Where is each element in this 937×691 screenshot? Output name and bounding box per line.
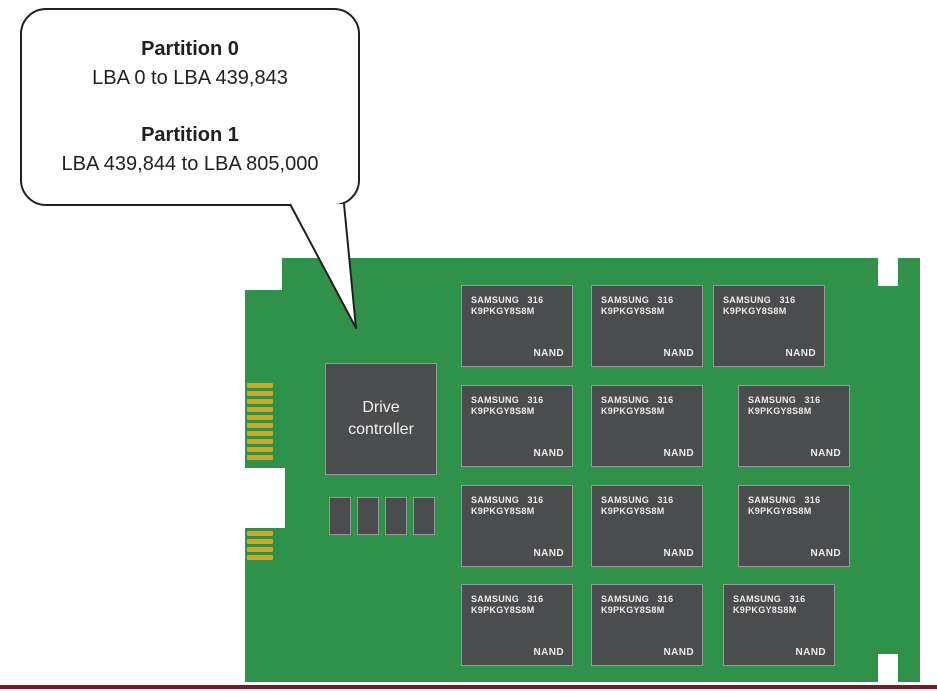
nand-vendor-text: SAMSUNG 316 (723, 295, 796, 305)
nand-part-number: K9PKGY8S8M (748, 506, 812, 516)
nand-part-number: K9PKGY8S8M (471, 306, 535, 316)
connector-pin (247, 531, 273, 536)
smd-component (329, 497, 351, 535)
board-notch-bottom-right (878, 654, 898, 684)
nand-type-label: NAND (663, 548, 694, 559)
nand-chip: SAMSUNG 316 K9PKGY8S8M NAND (723, 584, 835, 666)
nand-chip: SAMSUNG 316 K9PKGY8S8M NAND (461, 285, 573, 367)
nand-vendor-text: SAMSUNG 316 (471, 395, 544, 405)
nand-part-number: K9PKGY8S8M (471, 506, 535, 516)
nand-type-label: NAND (533, 647, 564, 658)
nand-chip: SAMSUNG 316 K9PKGY8S8M NAND (461, 385, 573, 467)
nand-vendor-text: SAMSUNG 316 (471, 594, 544, 604)
nand-part-number: K9PKGY8S8M (601, 605, 665, 615)
partition1-title: Partition 1 (141, 124, 239, 146)
nand-type-label: NAND (810, 448, 841, 459)
connector-pin (247, 423, 273, 428)
partition0-group: Partition 0 LBA 0 to LBA 439,843 (92, 35, 288, 93)
nand-chip: SAMSUNG 316 K9PKGY8S8M NAND (591, 584, 703, 666)
smd-component (385, 497, 407, 535)
connector-pin (247, 415, 273, 420)
nand-chip: SAMSUNG 316 K9PKGY8S8M NAND (591, 485, 703, 567)
nand-vendor-text: SAMSUNG 316 (601, 395, 674, 405)
partition1-range: LBA 439,844 to LBA 805,000 (61, 153, 319, 175)
partition0-range: LBA 0 to LBA 439,843 (92, 67, 288, 89)
drive-controller-chip: Drive controller (325, 363, 437, 475)
nand-chip: SAMSUNG 316 K9PKGY8S8M NAND (738, 385, 850, 467)
connector-pin (247, 383, 273, 388)
nand-part-number: K9PKGY8S8M (471, 406, 535, 416)
nand-vendor-text: SAMSUNG 316 (748, 495, 821, 505)
connector-pin (247, 439, 273, 444)
nand-vendor-text: SAMSUNG 316 (733, 594, 806, 604)
nand-type-label: NAND (533, 348, 564, 359)
nand-vendor-text: SAMSUNG 316 (601, 495, 674, 505)
smd-component (413, 497, 435, 535)
board-notch-top-right (878, 256, 898, 286)
connector-pin (247, 555, 273, 560)
footer-rule (0, 685, 937, 689)
nand-vendor-text: SAMSUNG 316 (748, 395, 821, 405)
partition1-group: Partition 1 LBA 439,844 to LBA 805,000 (62, 121, 319, 179)
connector-pin (247, 447, 273, 452)
partition0-title: Partition 0 (141, 38, 239, 60)
connector-pin (247, 455, 273, 460)
partition-callout: Partition 0 LBA 0 to LBA 439,843 Partiti… (20, 8, 360, 206)
nand-type-label: NAND (663, 448, 694, 459)
nand-chip: SAMSUNG 316 K9PKGY8S8M NAND (591, 385, 703, 467)
board-connector-key-notch (243, 468, 285, 528)
nand-type-label: NAND (810, 548, 841, 559)
nand-vendor-text: SAMSUNG 316 (601, 594, 674, 604)
connector-pin (247, 431, 273, 436)
nand-type-label: NAND (795, 647, 826, 658)
nand-vendor-text: SAMSUNG 316 (471, 295, 544, 305)
connector-pin (247, 407, 273, 412)
nand-part-number: K9PKGY8S8M (601, 306, 665, 316)
nand-chip: SAMSUNG 316 K9PKGY8S8M NAND (713, 285, 825, 367)
nand-type-label: NAND (663, 348, 694, 359)
nand-part-number: K9PKGY8S8M (733, 605, 797, 615)
nand-vendor-text: SAMSUNG 316 (601, 295, 674, 305)
nand-type-label: NAND (533, 448, 564, 459)
connector-pin (247, 399, 273, 404)
drive-controller-label: Drive controller (348, 399, 414, 438)
connector-pin (247, 539, 273, 544)
smd-component (357, 497, 379, 535)
nand-part-number: K9PKGY8S8M (601, 406, 665, 416)
connector-pin (247, 547, 273, 552)
nand-part-number: K9PKGY8S8M (748, 406, 812, 416)
nand-vendor-text: SAMSUNG 316 (471, 495, 544, 505)
nand-chip: SAMSUNG 316 K9PKGY8S8M NAND (461, 485, 573, 567)
nand-part-number: K9PKGY8S8M (723, 306, 787, 316)
nand-chip: SAMSUNG 316 K9PKGY8S8M NAND (591, 285, 703, 367)
nand-type-label: NAND (785, 348, 816, 359)
nand-part-number: K9PKGY8S8M (471, 605, 535, 615)
nand-chip: SAMSUNG 316 K9PKGY8S8M NAND (738, 485, 850, 567)
nand-type-label: NAND (663, 647, 694, 658)
nand-type-label: NAND (533, 548, 564, 559)
nand-chip: SAMSUNG 316 K9PKGY8S8M NAND (461, 584, 573, 666)
connector-pin (247, 391, 273, 396)
nand-part-number: K9PKGY8S8M (601, 506, 665, 516)
